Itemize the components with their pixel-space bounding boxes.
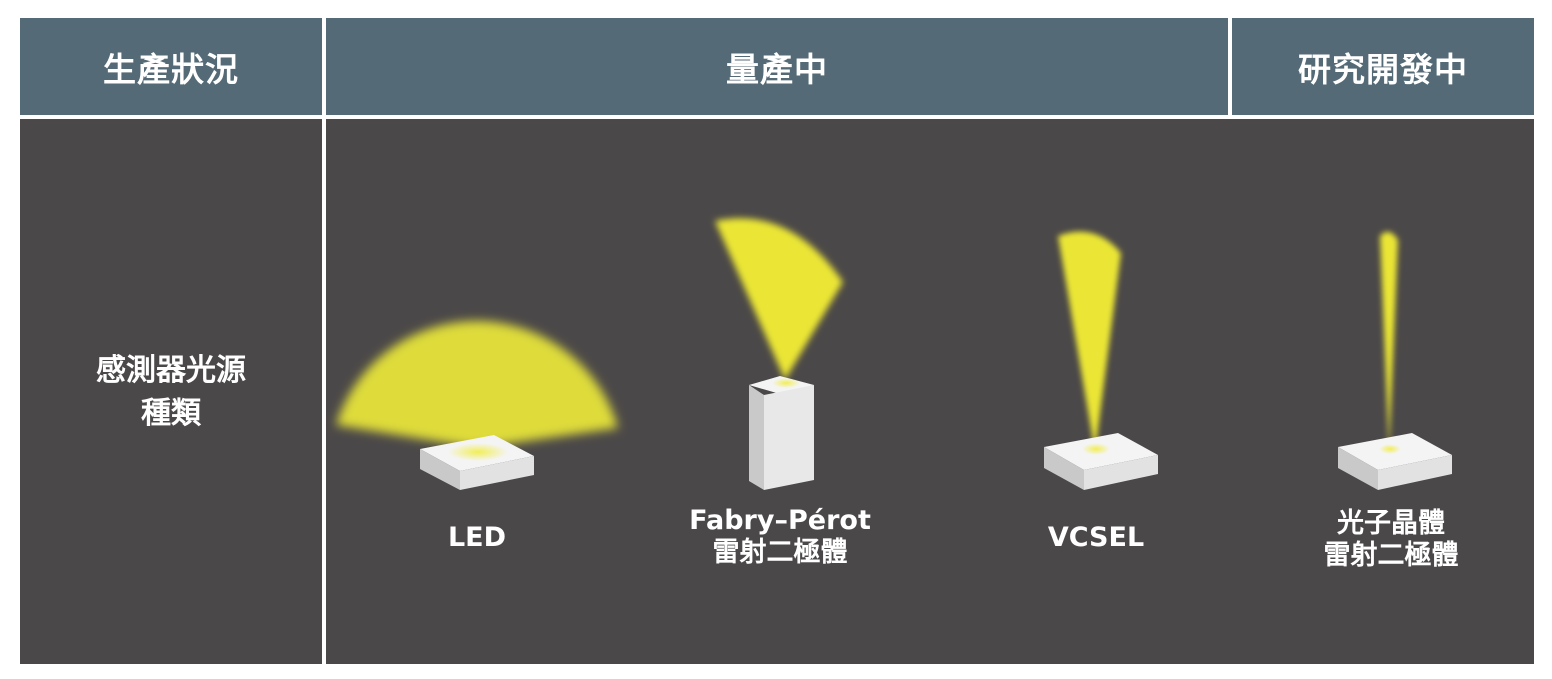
source-label-photonic-crystal: 光子晶體 雷射二極體 [1324, 508, 1459, 572]
photonic-crystal-beam [1380, 231, 1398, 452]
source-label-line1: Fabry–Pérot [689, 505, 871, 536]
row-label-cell: 感測器光源 種類 [20, 119, 322, 664]
header-mass-production-label: 量產中 [726, 49, 828, 89]
source-label-line2: 雷射二極體 [1323, 540, 1459, 571]
vcsel-chip-icon [1044, 231, 1158, 490]
header-mass-production: 量產中 [326, 18, 1228, 115]
fabry-perot-beam [715, 218, 843, 380]
source-label-vcsel: VCSEL [1048, 522, 1144, 554]
photonic-crystal-chip-icon [1338, 231, 1452, 490]
row-label-line1: 感測器光源 [96, 352, 246, 388]
source-label-led: LED [448, 522, 506, 554]
led-chip-icon [336, 321, 618, 490]
source-label-line1: LED [447, 522, 507, 553]
header-status: 生產狀況 [20, 18, 322, 115]
header-in-development-label: 研究開發中 [1298, 49, 1468, 89]
led-beam [336, 321, 618, 448]
fabry-perot-chip-icon [715, 218, 843, 490]
header-in-development: 研究開發中 [1232, 18, 1534, 115]
source-label-line1: VCSEL [1047, 522, 1145, 553]
vcsel-beam [1058, 231, 1121, 452]
source-label-line1: 光子晶體 [1337, 508, 1445, 539]
source-label-fabry-perot: Fabry–Pérot 雷射二極體 [689, 505, 871, 569]
header-status-label: 生產狀況 [103, 49, 239, 89]
row-label-line2: 種類 [141, 395, 201, 431]
source-label-line2: 雷射二極體 [712, 537, 848, 568]
